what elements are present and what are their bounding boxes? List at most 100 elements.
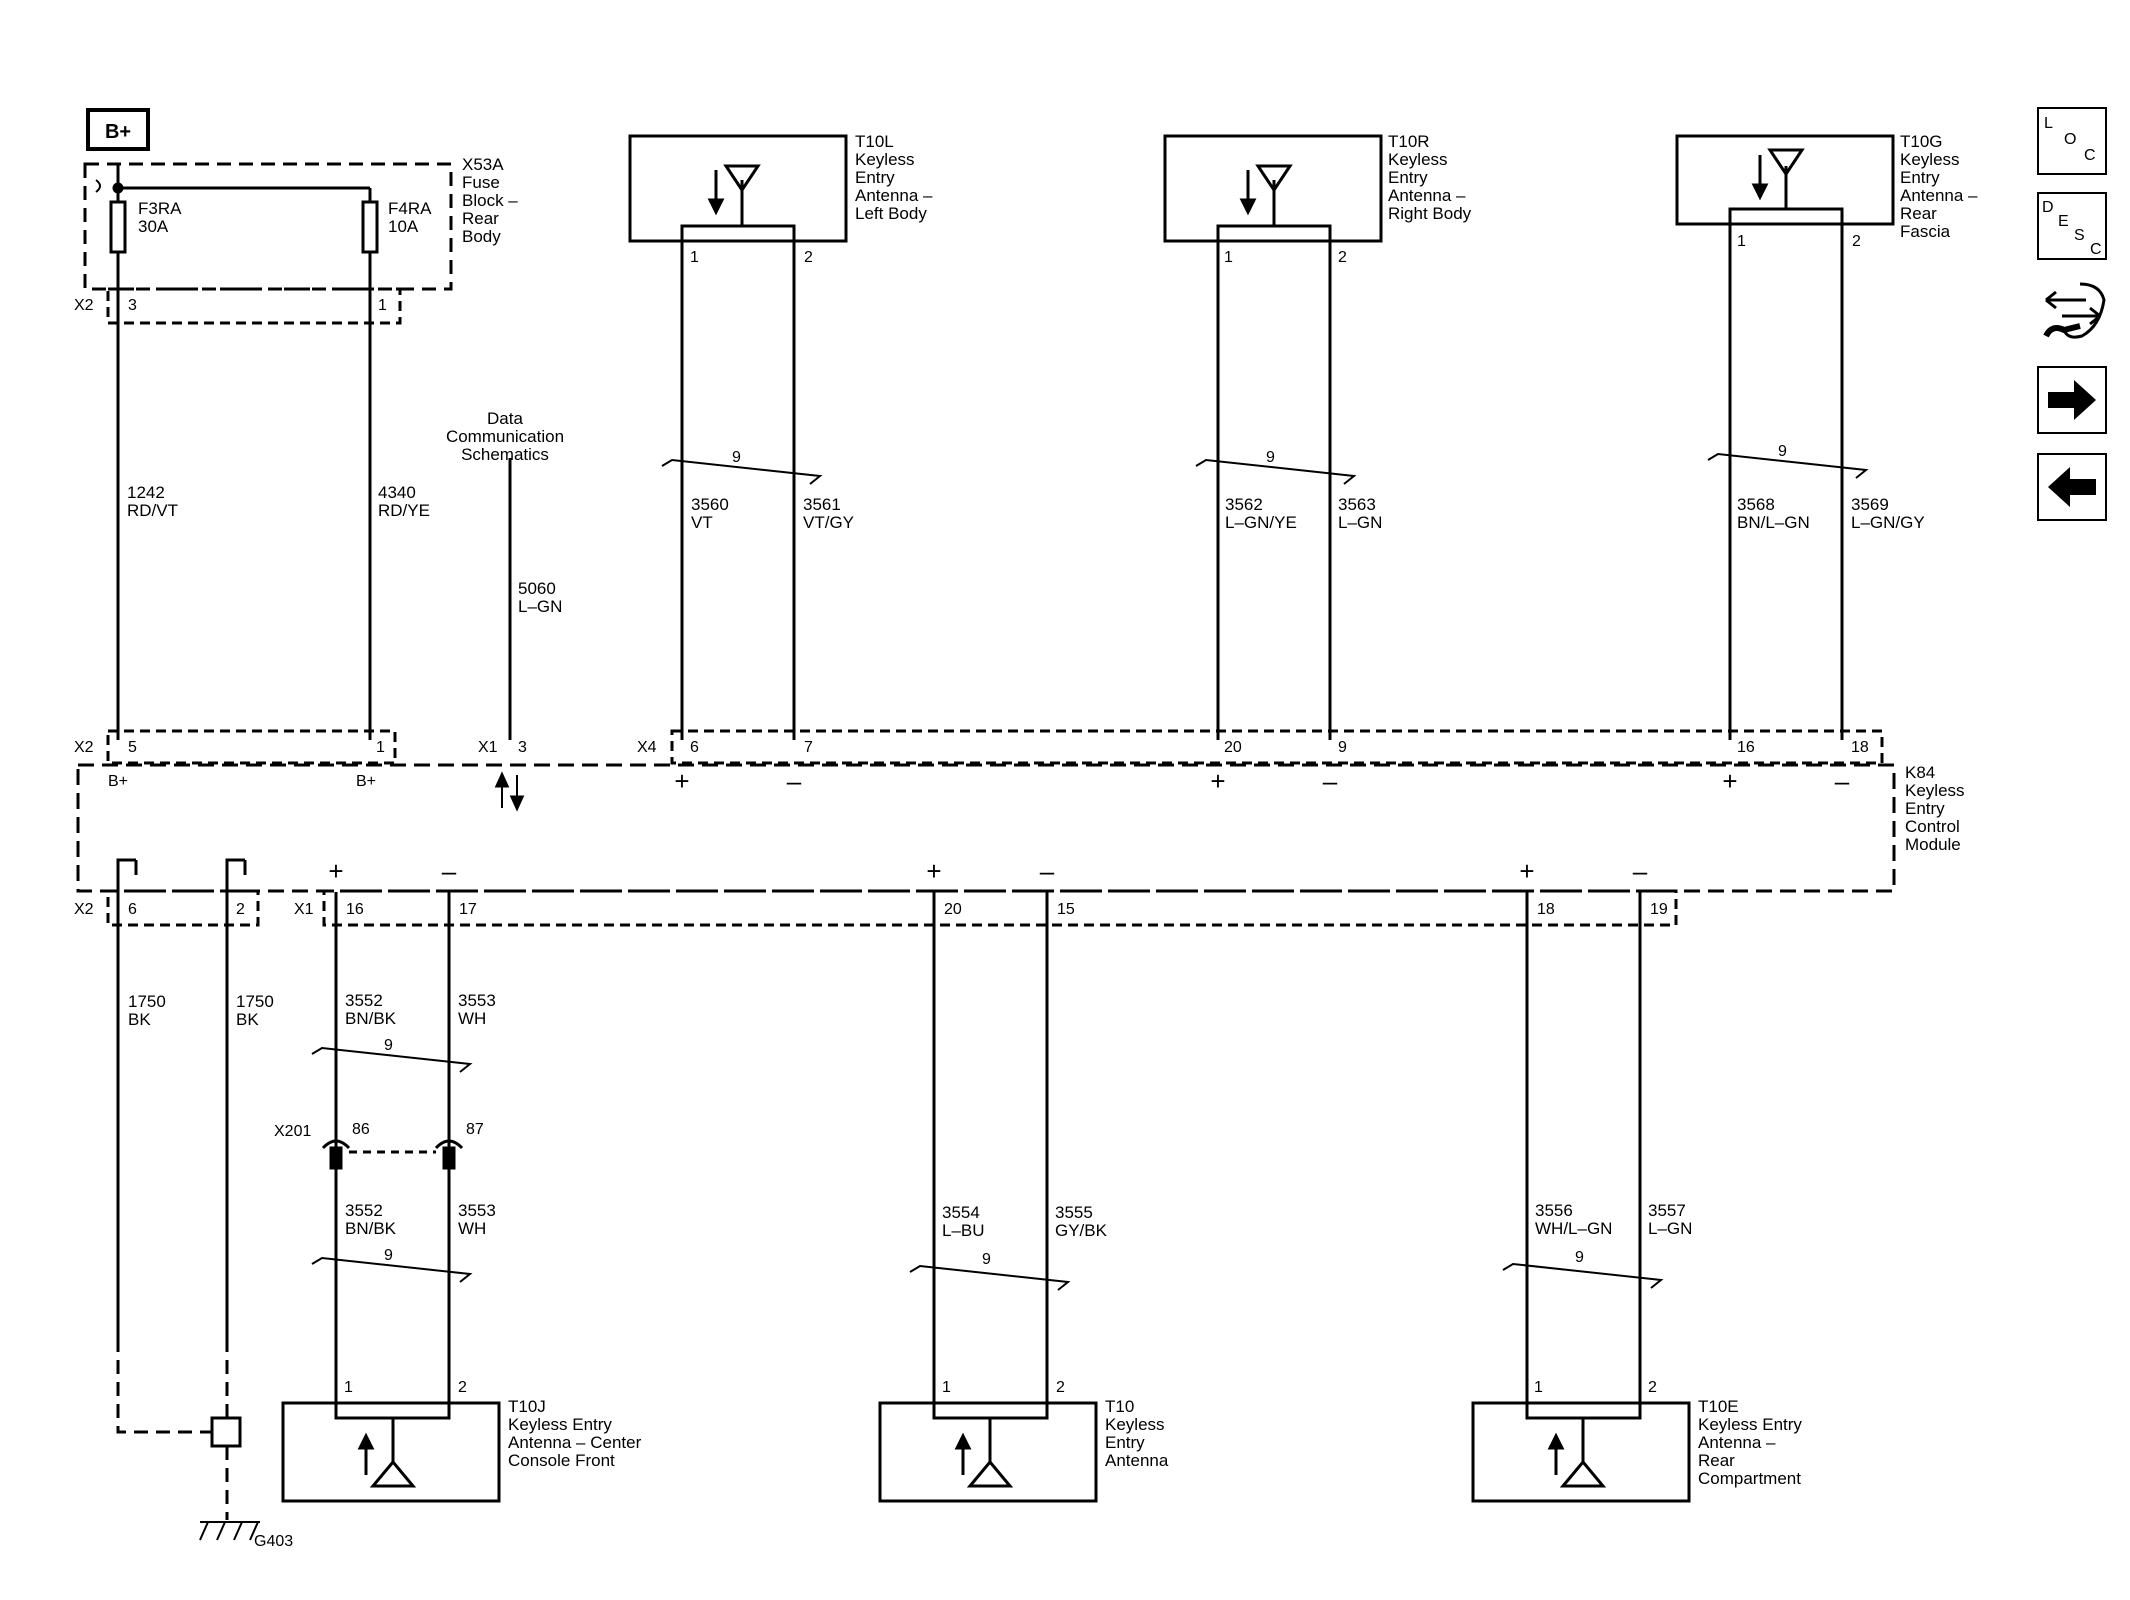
wire-3553-upper-color: WH bbox=[458, 1009, 486, 1028]
inline-connector-x201: X201 bbox=[274, 1123, 311, 1140]
fuse-pin-a: 3 bbox=[128, 297, 137, 314]
wire-3552-upper-color: BN/BK bbox=[345, 1009, 397, 1028]
svg-text:+: + bbox=[328, 856, 343, 886]
fuse-f4ra-rating: 10A bbox=[388, 217, 419, 236]
svg-text:+: + bbox=[1519, 856, 1534, 886]
fuse-f4ra bbox=[361, 200, 379, 254]
polarity-marks-top: + – + – + – bbox=[674, 766, 1849, 796]
svg-text:Keyless: Keyless bbox=[1900, 150, 1960, 169]
fuse-f4ra-label: F4RA bbox=[388, 199, 432, 218]
svg-text:Right Body: Right Body bbox=[1388, 204, 1472, 223]
previous-page-button[interactable] bbox=[2037, 453, 2107, 521]
t10j-twist: 9 bbox=[384, 1247, 393, 1264]
svg-text:Antenna –: Antenna – bbox=[855, 186, 933, 205]
arrow-left-icon bbox=[2048, 467, 2096, 507]
antenna-t10j-label: T10J Keyless Entry Antenna – Center Cons… bbox=[508, 1397, 642, 1470]
svg-text:T10R: T10R bbox=[1388, 132, 1430, 151]
wire-4340-number: 4340 bbox=[378, 483, 416, 502]
svg-text:–: – bbox=[1323, 766, 1338, 796]
t10r-twist: 9 bbox=[1266, 449, 1275, 466]
t10r-pin1: 1 bbox=[1224, 249, 1233, 266]
svg-text:T10G: T10G bbox=[1900, 132, 1943, 151]
wire-3557-color: L–GN bbox=[1648, 1219, 1692, 1238]
svg-text:O: O bbox=[2064, 131, 2076, 148]
module-k84-label: K84 Keyless Entry Control Module bbox=[1905, 763, 1965, 854]
antenna-t10-label: T10 Keyless Entry Antenna bbox=[1105, 1397, 1169, 1470]
module-pin-16: 16 bbox=[346, 901, 364, 918]
module-pin-1: 1 bbox=[376, 739, 385, 756]
svg-text:L: L bbox=[2044, 115, 2053, 132]
svg-text:Entry: Entry bbox=[1388, 168, 1428, 187]
wire-3555-number: 3555 bbox=[1055, 1203, 1093, 1222]
module-pin-gnd-2: 2 bbox=[236, 901, 245, 918]
svg-text:Antenna: Antenna bbox=[1105, 1451, 1169, 1470]
svg-text:Body: Body bbox=[462, 227, 501, 246]
wire-3563-number: 3563 bbox=[1338, 495, 1376, 514]
desc-icon: D E S C bbox=[2042, 199, 2102, 258]
module-pin-17: 17 bbox=[459, 901, 477, 918]
next-page-button[interactable] bbox=[2037, 366, 2107, 434]
battery-positive-box bbox=[86, 108, 150, 151]
t10g-twist: 9 bbox=[1778, 443, 1787, 460]
wire-1750-a-number: 1750 bbox=[128, 992, 166, 1011]
module-bplus-2: B+ bbox=[356, 773, 376, 790]
t10j-upper-twist: 9 bbox=[384, 1037, 393, 1054]
t10j-pin1: 1 bbox=[344, 1379, 353, 1396]
desc-button[interactable] bbox=[2037, 192, 2107, 260]
svg-text:C: C bbox=[2084, 147, 2096, 164]
svg-text:Keyless Entry: Keyless Entry bbox=[508, 1415, 612, 1434]
connector-repair-icon[interactable] bbox=[2043, 282, 2106, 339]
battery-positive-label: B+ bbox=[105, 121, 131, 143]
antenna-t10l-label: T10L Keyless Entry Antenna – Left Body bbox=[855, 132, 933, 223]
ground-g403-label: G403 bbox=[254, 1533, 293, 1550]
wire-1750-a-color: BK bbox=[128, 1010, 151, 1029]
t10e-pin2: 2 bbox=[1648, 1379, 1657, 1396]
module-pin-18: 18 bbox=[1537, 901, 1555, 918]
loc-icon: L O C bbox=[2044, 115, 2096, 164]
wire-3557-number: 3557 bbox=[1648, 1201, 1686, 1220]
wire-3569-color: L–GN/GY bbox=[1851, 513, 1925, 532]
svg-text:Keyless: Keyless bbox=[1905, 781, 1965, 800]
svg-text:Schematics: Schematics bbox=[461, 445, 549, 464]
fuse-block-label: X53A Fuse Block – Rear Body bbox=[462, 155, 518, 246]
svg-text:T10L: T10L bbox=[855, 132, 894, 151]
svg-text:–: – bbox=[787, 766, 802, 796]
svg-text:T10J: T10J bbox=[508, 1397, 546, 1416]
svg-text:+: + bbox=[926, 856, 941, 886]
svg-text:Rear: Rear bbox=[462, 209, 499, 228]
module-bplus-1: B+ bbox=[108, 773, 128, 790]
module-pin-15: 15 bbox=[1057, 901, 1075, 918]
module-x1-bottom-label: X1 bbox=[294, 901, 314, 918]
svg-text:T10E: T10E bbox=[1698, 1397, 1739, 1416]
svg-text:Rear: Rear bbox=[1698, 1451, 1735, 1470]
module-pin-19: 19 bbox=[1650, 901, 1668, 918]
svg-text:Keyless: Keyless bbox=[1388, 150, 1448, 169]
wire-3554-number: 3554 bbox=[942, 1203, 980, 1222]
svg-text:–: – bbox=[1835, 766, 1850, 796]
data-communication-link[interactable]: Data Communication Schematics bbox=[446, 409, 564, 464]
svg-text:Keyless: Keyless bbox=[1105, 1415, 1165, 1434]
wire-4340-color: RD/YE bbox=[378, 501, 430, 520]
wire-3552-color: BN/BK bbox=[345, 1219, 397, 1238]
svg-text:Antenna –: Antenna – bbox=[1698, 1433, 1776, 1452]
svg-text:Entry: Entry bbox=[1905, 799, 1945, 818]
t10l-twist: 9 bbox=[732, 449, 741, 466]
loc-button[interactable] bbox=[2037, 107, 2107, 175]
svg-text:Block –: Block – bbox=[462, 191, 518, 210]
t10g-pin1: 1 bbox=[1737, 233, 1746, 250]
svg-text:E: E bbox=[2058, 213, 2069, 230]
fuse-f3ra bbox=[109, 200, 127, 254]
svg-text:Fuse: Fuse bbox=[462, 173, 500, 192]
wire-3563-color: L–GN bbox=[1338, 513, 1382, 532]
svg-text:Keyless: Keyless bbox=[855, 150, 915, 169]
svg-text:Data: Data bbox=[487, 409, 523, 428]
svg-text:+: + bbox=[1210, 766, 1225, 796]
svg-text:Keyless Entry: Keyless Entry bbox=[1698, 1415, 1802, 1434]
wire-1242-color: RD/VT bbox=[127, 501, 178, 520]
fuse-pin-b: 1 bbox=[378, 297, 387, 314]
svg-text:Antenna –: Antenna – bbox=[1900, 186, 1978, 205]
svg-text:D: D bbox=[2042, 199, 2054, 216]
module-pin-9: 9 bbox=[1338, 739, 1347, 756]
module-pin-20-top: 20 bbox=[1224, 739, 1242, 756]
